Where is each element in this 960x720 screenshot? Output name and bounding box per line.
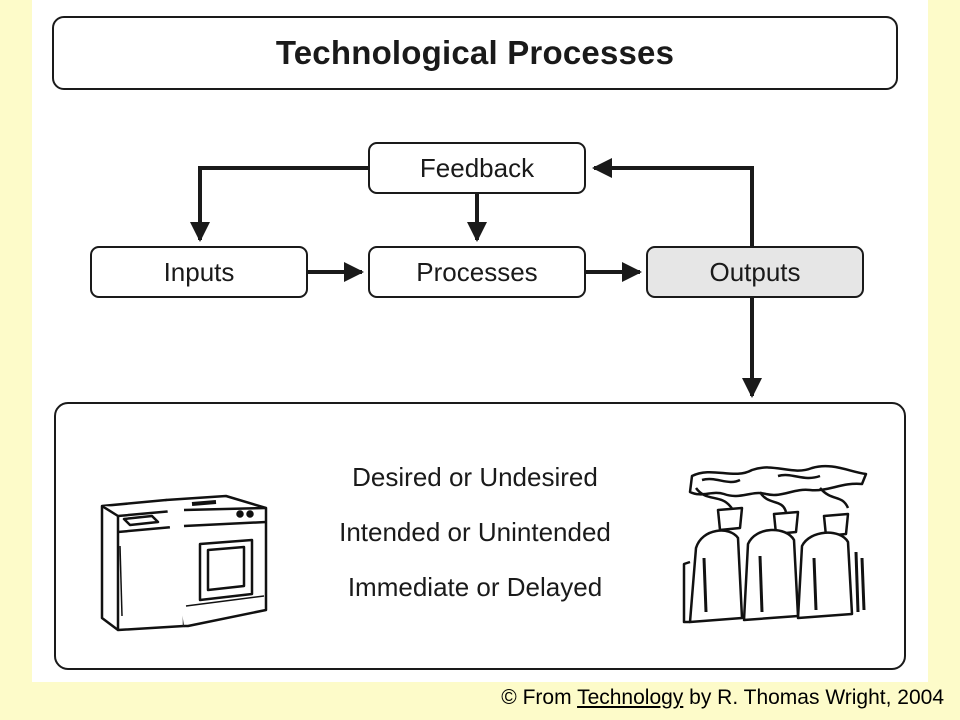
outputs-node: Outputs [646, 246, 864, 298]
feedback-label: Feedback [419, 152, 535, 183]
processes-node: Processes [368, 246, 586, 298]
result-line-1: Desired or Undesired [352, 462, 598, 492]
result-line-2: Intended or Unintended [339, 517, 611, 547]
outputs-to-feedback-arrow [592, 158, 754, 246]
caption-book-title: Technology [577, 686, 684, 709]
title-box: Technological Processes [52, 16, 898, 90]
inputs-label: Inputs [163, 256, 235, 287]
diagram-title: Technological Processes [275, 34, 675, 71]
outputs-label: Outputs [709, 256, 801, 287]
source-caption: © From Technology by R. Thomas Wright, 2… [501, 686, 944, 710]
processes-label: Processes [416, 256, 538, 287]
washer-dryer-icon [100, 494, 268, 632]
smokestacks-icon [682, 464, 868, 624]
inputs-node: Inputs [90, 246, 308, 298]
result-line-3: Immediate or Delayed [347, 572, 603, 602]
caption-suffix: by R. Thomas Wright, 2004 [689, 686, 944, 709]
feedback-node: Feedback [368, 142, 586, 194]
caption-prefix: © From [501, 686, 572, 709]
feedback-to-inputs-arrow [190, 166, 368, 242]
